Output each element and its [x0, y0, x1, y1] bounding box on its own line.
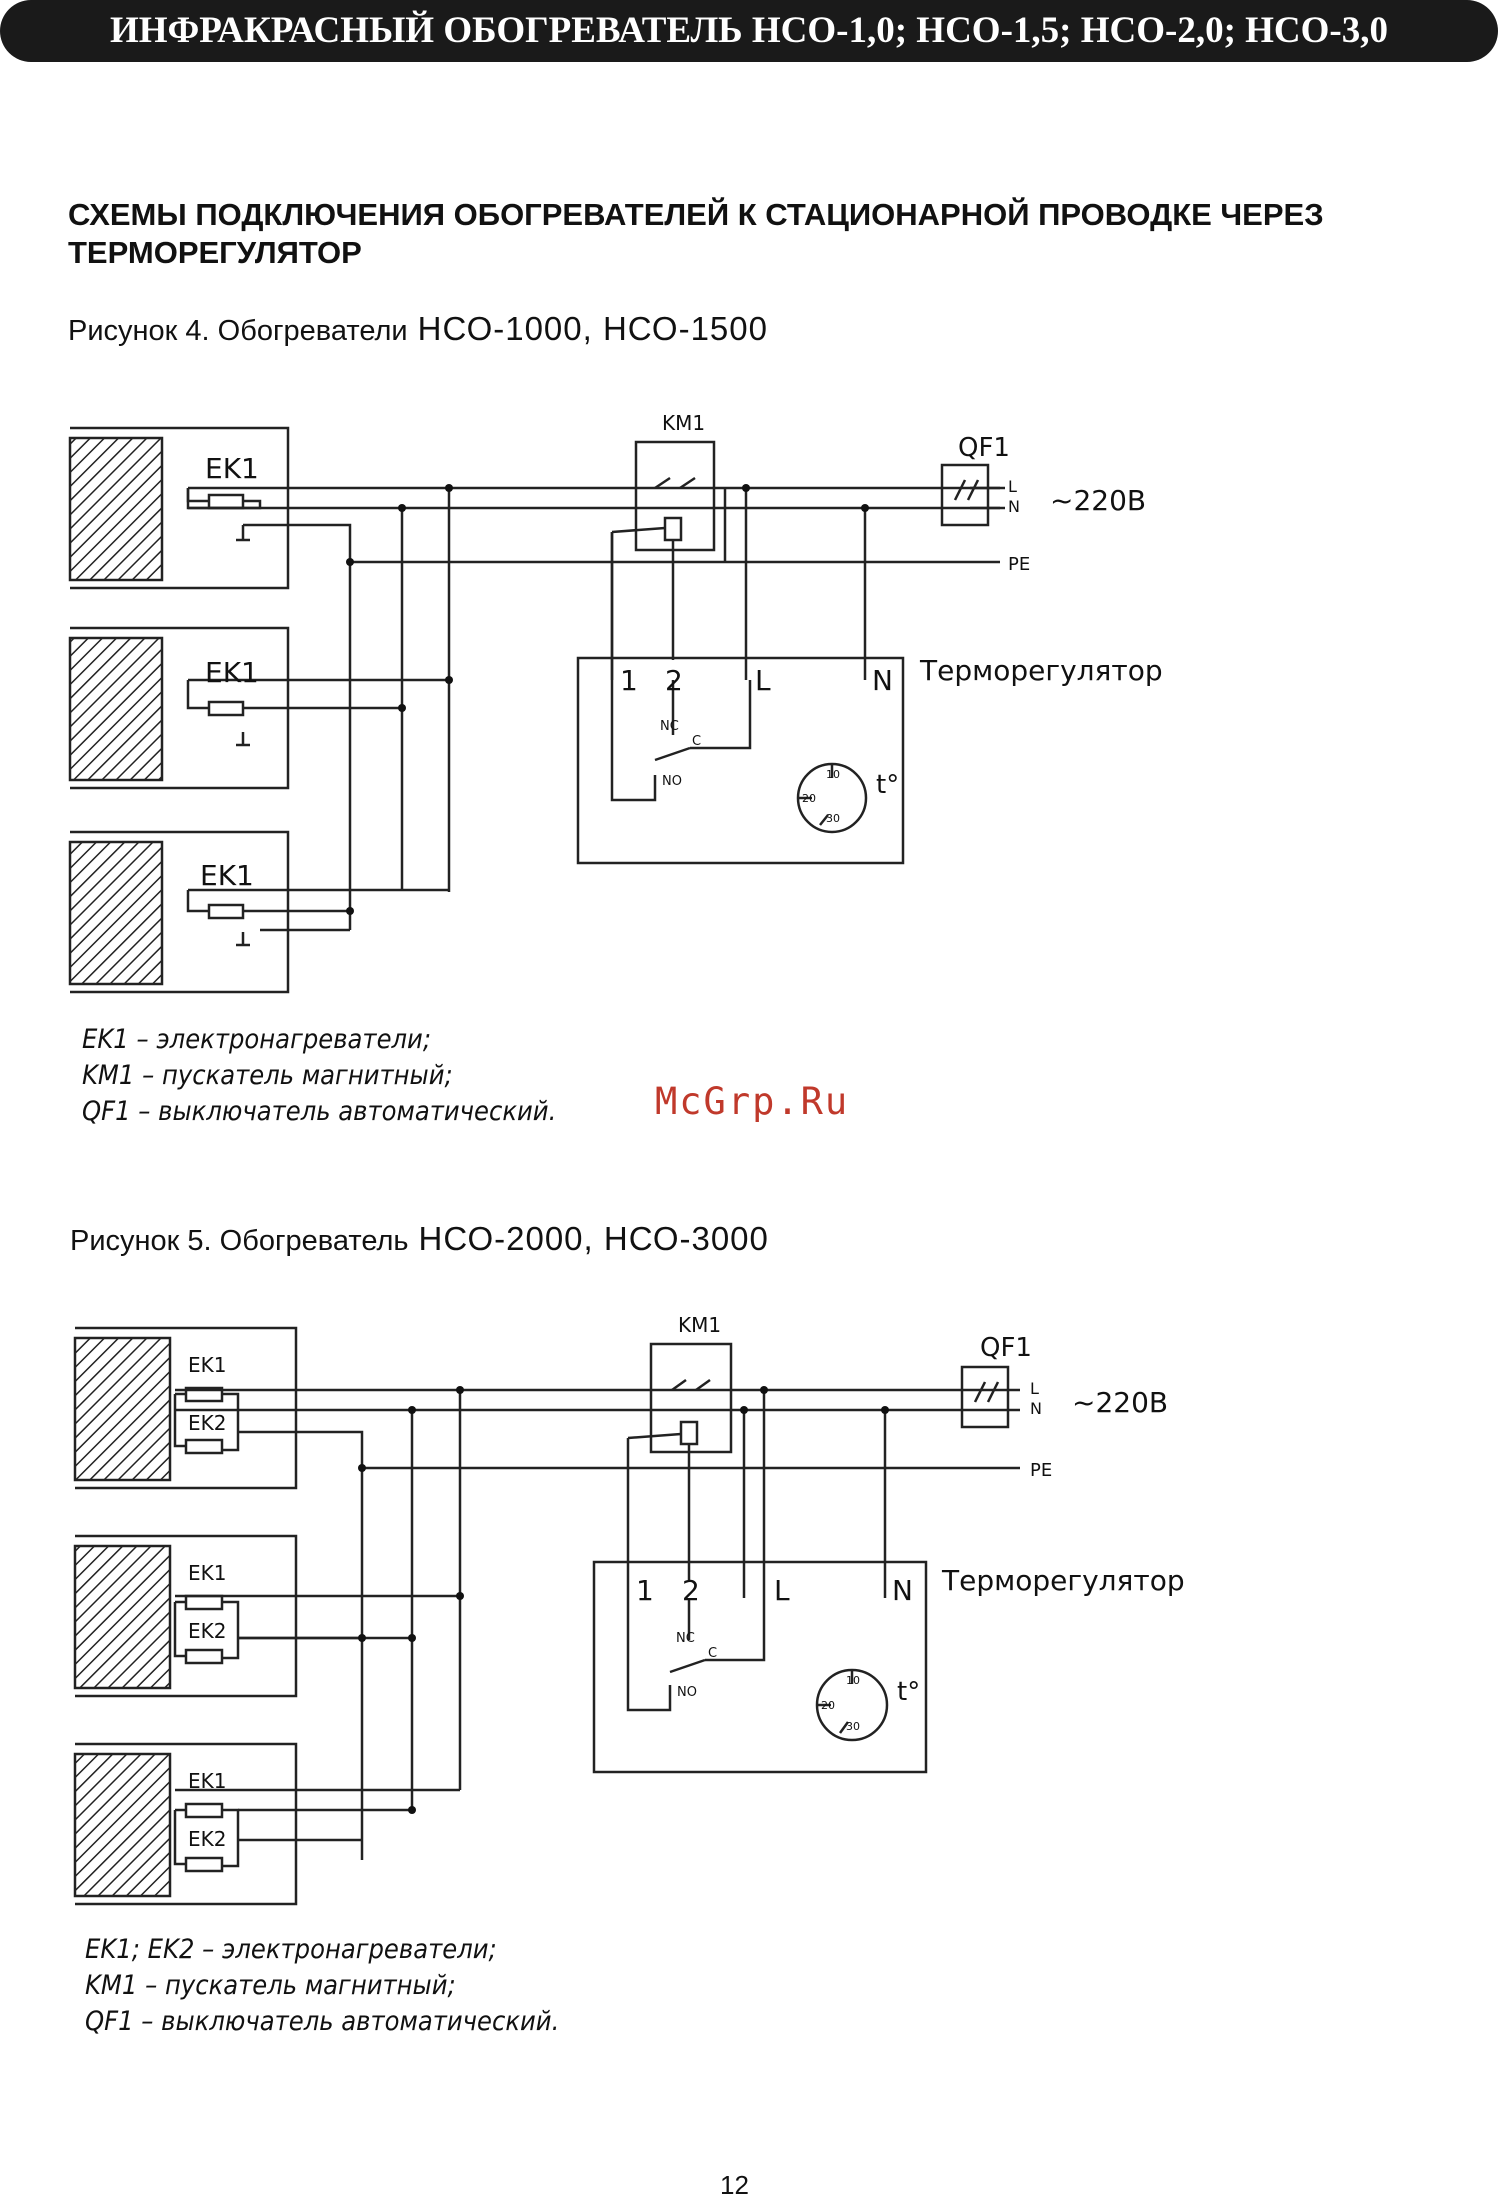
fig5-line-pe: PE: [1030, 1460, 1052, 1481]
figure5-caption-label: Рисунок 5. Обогреватель: [70, 1225, 409, 1257]
fig4-heater2-label: EK1: [205, 656, 259, 689]
heater-unit-1: [68, 426, 290, 590]
figure4-caption-models: НСО-1000, НСО-1500: [417, 310, 768, 347]
figure5-wiring-diagram: EK1 EK2 EK1 EK2 EK1 EK2 KM1 QF1 L N PE ~…: [73, 1313, 1185, 1906]
fig5-contact-nc: NC: [676, 1631, 695, 1646]
fig4-qf-label: QF1: [958, 433, 1010, 463]
figure4-legend-line-2: KM1 – пускатель магнитный;: [82, 1060, 453, 1091]
fig4-terminal-2: 2: [665, 664, 683, 697]
fig5-heater1-ek2: EK2: [188, 1411, 226, 1435]
fig4-dial-20: 20: [802, 792, 816, 805]
page-number: 12: [720, 2170, 749, 2200]
fig4-line-pe: PE: [1008, 554, 1030, 575]
fig5-line-n: N: [1030, 1399, 1042, 1418]
fig5-heater3-ek2: EK2: [188, 1827, 226, 1851]
watermark: McGrp.Ru: [655, 1080, 850, 1123]
fig5-heater1-ek1: EK1: [188, 1353, 226, 1377]
figure5-legend-line-2: KM1 – пускатель магнитный;: [85, 1970, 456, 2001]
heater-unit-2: [73, 1534, 298, 1698]
figure4-wiring-diagram: EK1 EK1 EK1 KM1 QF1 L N PE ~220В Терморе…: [68, 411, 1163, 994]
fig5-heater2-ek1: EK1: [188, 1561, 226, 1585]
fig5-contact-no: NO: [677, 1685, 697, 1700]
fig4-line-l: L: [1008, 477, 1017, 496]
fig4-contact-c: C: [692, 734, 701, 749]
figure5-legend: EK1; EK2 – электронагреватели; KM1 – пус…: [85, 1932, 559, 2040]
figure4-caption: Рисунок 4. Обогреватели НСО-1000, НСО-150…: [68, 310, 768, 348]
heater-unit-3: [73, 1742, 298, 1906]
fig5-terminal-2: 2: [682, 1574, 700, 1607]
fig4-dial-10: 10: [826, 768, 840, 781]
figure5-legend-line-1: EK1; EK2 – электронагреватели;: [85, 1934, 497, 1965]
figure4-caption-label: Рисунок 4. Обогреватели: [68, 315, 408, 347]
fig5-qf-label: QF1: [980, 1333, 1032, 1363]
fig4-thermostat-title: Терморегулятор: [919, 654, 1163, 687]
fig5-thermostat-title: Терморегулятор: [941, 1564, 1185, 1597]
heater-unit-1: [73, 1326, 298, 1490]
fig4-dial-30: 30: [826, 812, 840, 825]
section-heading: СХЕМЫ ПОДКЛЮЧЕНИЯ ОБОГРЕВАТЕЛЕЙ К СТАЦИО…: [68, 197, 1324, 270]
fig4-contact-nc: NC: [660, 719, 679, 734]
fig5-dial-20: 20: [821, 1699, 835, 1712]
fig5-heater2-ek2: EK2: [188, 1619, 226, 1643]
fig4-heater1-label: EK1: [205, 452, 259, 485]
figure5-caption: Рисунок 5. Обогреватель НСО-2000, НСО-300…: [70, 1220, 769, 1258]
figure4-legend: EK1 – электронагреватели; KM1 – пускател…: [82, 1022, 556, 1130]
fig4-contact-no: NO: [662, 774, 682, 789]
fig4-temp-symbol: t°: [876, 770, 899, 800]
fig5-terminal-n: N: [892, 1574, 913, 1607]
fig5-km-label: KM1: [678, 1313, 721, 1337]
fig4-terminal-n: N: [872, 664, 893, 697]
fig4-km-label: KM1: [662, 411, 705, 435]
figure4-legend-line-1: EK1 – электронагреватели;: [82, 1024, 432, 1055]
header-banner: [0, 0, 1498, 62]
fig4-voltage: ~220В: [1050, 484, 1146, 517]
fig5-dial-10: 10: [846, 1674, 860, 1687]
figure5-caption-models: НСО-2000, НСО-3000: [418, 1220, 769, 1257]
fig5-contact-c: C: [708, 1646, 717, 1661]
fig4-line-n: N: [1008, 497, 1020, 516]
heater-unit-3: [68, 830, 290, 994]
fig5-temp-symbol: t°: [897, 1677, 920, 1707]
fig5-line-l: L: [1030, 1379, 1039, 1398]
fig4-terminal-l: L: [755, 664, 771, 697]
header-title: ИНФРАКРАСНЫЙ ОБОГРЕВАТЕЛЬ НСО-1,0; НСО-1…: [109, 10, 1389, 51]
figure4-legend-line-3: QF1 – выключатель автоматический.: [82, 1096, 557, 1127]
fig5-terminal-1: 1: [636, 1574, 654, 1607]
fig4-heater3-label: EK1: [200, 859, 254, 892]
fig4-terminal-1: 1: [620, 664, 638, 697]
fig5-voltage: ~220В: [1072, 1386, 1168, 1419]
fig5-heater3-ek1: EK1: [188, 1769, 226, 1793]
fig5-dial-30: 30: [846, 1720, 860, 1733]
figure5-legend-line-3: QF1 – выключатель автоматический.: [85, 2006, 560, 2037]
fig5-terminal-l: L: [774, 1574, 790, 1607]
